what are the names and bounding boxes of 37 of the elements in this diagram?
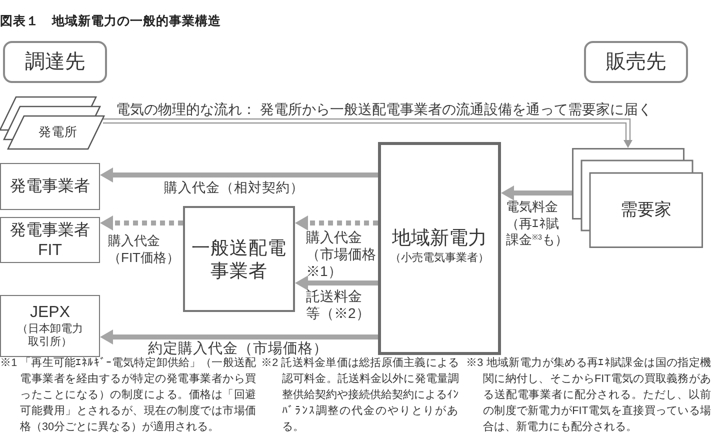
node-label: 販売先 [606, 50, 666, 74]
arrow [295, 276, 378, 290]
process-box [0, 163, 100, 210]
node-sublabel: （小売電気事業者） [390, 251, 489, 265]
dotted-arrow [100, 216, 183, 230]
node-label: 地域新電力 [392, 227, 487, 251]
node-label: 一般送配電事業者 [192, 236, 286, 282]
dotted-arrow [295, 216, 378, 230]
rounded-box [584, 41, 688, 83]
node-label: 発電事業者 [10, 220, 90, 240]
edge-label: 電気の物理的な流れ： 発電所から一般送配電事業者の流通設備を通って需要家に届く [116, 101, 652, 118]
node-label: 調達先 [25, 50, 85, 74]
arrow [501, 186, 572, 200]
edge-label: 約定購入代金（市場価格） [148, 340, 328, 357]
node-label: 発電所 [38, 125, 78, 140]
double-line-arrow [102, 118, 632, 148]
process-box [183, 206, 295, 312]
process-box [0, 295, 100, 357]
node-label: 需要家 [620, 200, 672, 220]
edge-label: 購入代金（FIT価格） [108, 232, 180, 266]
footnote: ※1 「再生可能ｴﾈﾙｷﾞｰ電気特定卸供給」（一般送配電事業者を経由するが特定の発電事業者から買ったことになる）の制度による。価格は「回避可能費用」とされるが、現在の制度では市場価格（30分ごとに異なる）が適用される。 [0, 356, 256, 435]
node-sublabel: FIT [38, 240, 62, 260]
figure-title: 図表１ 地域新電力の一般的事業構造 [0, 13, 221, 30]
edge-label: 購入代金（市場価格※1） [306, 229, 377, 280]
rounded-box [3, 41, 107, 83]
arrow [100, 330, 378, 344]
arrow [100, 168, 378, 182]
footnote: ※3 地域新電力が集める再ｴﾈ賦課金は国の指定機関に納付し、そこからFIT電気の買取義務がある送配電事業者に配分される。ただし、以前の制度で新電力がFIT電気を直接買っている場合は、新電力にも配分される。 [466, 356, 711, 435]
process-box [378, 142, 501, 355]
node-label: 発電事業者 [10, 176, 90, 196]
process-box [0, 217, 100, 263]
edge-label: 託送料金等（※2） [306, 288, 371, 322]
node-label: JEPX [30, 303, 70, 323]
edge-label: 電気料金（再ｴﾈ賦課金$^{※3}$も） [506, 199, 569, 248]
edge-label: 購入代金（相対契約） [164, 180, 304, 197]
footnote: ※2 託送料金単価は総括原価主義による認可料金。託送料金以外に発電量調整供給契約や接続供給契約によるｲﾝﾊﾞﾗﾝｽ調整の代金のやりとりがある。 [261, 356, 459, 435]
node-sublabel: （日本卸電力取引所） [16, 323, 84, 349]
